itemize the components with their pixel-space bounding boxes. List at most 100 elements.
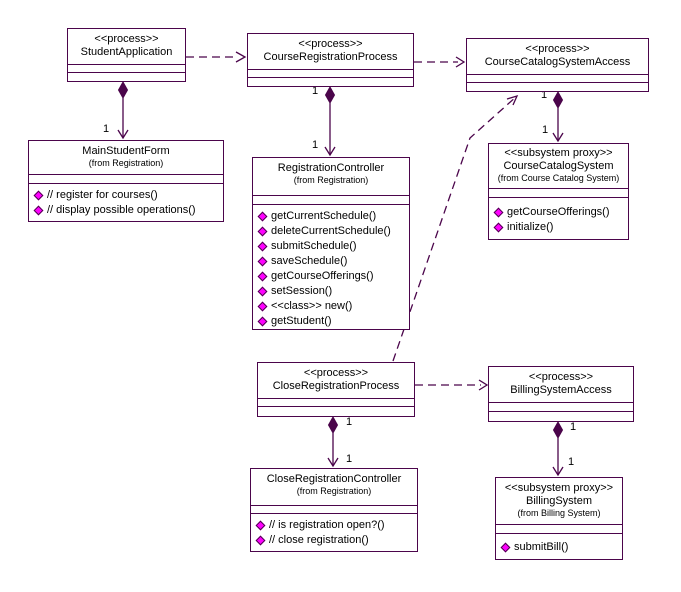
operation-item: setSession() xyxy=(257,284,407,299)
operation-label: setSession() xyxy=(271,285,333,297)
dependency-studentapplication-to-courseregistrationprocess[interactable] xyxy=(186,51,247,63)
operations-compartment xyxy=(68,72,185,81)
class-name: BillingSystemAccess xyxy=(510,384,612,396)
composition-studentapplication-to-mainstudentform[interactable] xyxy=(117,80,129,140)
stereotype-label: <<process>> xyxy=(94,33,159,45)
composition-closeregistrationprocess-to-closeregistrationcontroller[interactable] xyxy=(327,415,339,468)
package-label: (from Course Catalog System) xyxy=(497,173,620,183)
operation-item: deleteCurrentSchedule() xyxy=(257,224,407,239)
multiplicity-label: 1 xyxy=(346,453,353,465)
attributes-compartment xyxy=(29,174,223,183)
composition-courseregistrationprocess-to-registrationcontroller[interactable] xyxy=(324,85,336,157)
operations-compartment xyxy=(467,82,648,91)
operation-item: getCourseOfferings() xyxy=(493,205,626,220)
operation-icon xyxy=(257,256,268,267)
class-node-coursecatalogsystemaccess[interactable]: <<process>> CourseCatalogSystemAccess xyxy=(466,38,649,92)
attributes-compartment xyxy=(258,398,414,406)
dependency-closeregistrationprocess-to-billingsystemaccess[interactable] xyxy=(415,379,489,391)
operation-icon xyxy=(257,211,268,222)
attributes-compartment xyxy=(248,69,413,77)
class-node-mainstudentform[interactable]: MainStudentForm (from Registration) // r… xyxy=(28,140,224,222)
operation-icon xyxy=(493,207,504,218)
stereotype-label: <<process>> xyxy=(298,38,363,50)
operations-compartment: getCourseOfferings() initialize() xyxy=(489,197,628,239)
operation-label: // register for courses() xyxy=(47,189,158,201)
operation-item: submitSchedule() xyxy=(257,239,407,254)
operation-label: // close registration() xyxy=(269,534,369,546)
operation-item: // close registration() xyxy=(255,533,415,548)
class-name: CourseCatalogSystemAccess xyxy=(484,56,631,68)
stereotype-label: <<process>> xyxy=(528,371,594,383)
operation-icon xyxy=(255,535,266,546)
dependency-closeregistrationprocess-to-coursecatalogsystemaccess[interactable] xyxy=(392,94,519,362)
multiplicity-label: 1 xyxy=(542,124,549,136)
package-label: (from Registration) xyxy=(296,486,372,496)
composition-billingsystemaccess-to-billingsystem[interactable] xyxy=(552,420,564,477)
operation-icon xyxy=(500,542,511,553)
attributes-compartment xyxy=(253,195,409,204)
class-name: CourseRegistrationProcess xyxy=(263,51,398,63)
operations-compartment xyxy=(258,406,414,416)
attributes-compartment xyxy=(489,188,628,197)
node-header: <<process>> BillingSystemAccess xyxy=(489,367,633,402)
operations-compartment: // register for courses() // display pos… xyxy=(29,183,223,221)
operation-icon xyxy=(257,226,268,237)
node-header: CloseRegistrationController (from Regist… xyxy=(251,469,417,505)
operation-label: initialize() xyxy=(507,221,554,233)
node-header: RegistrationController (from Registratio… xyxy=(253,158,409,195)
operation-icon xyxy=(257,286,268,297)
class-node-billingsystem[interactable]: <<subsystem proxy>> BillingSystem (from … xyxy=(495,477,623,560)
package-label: (from Registration) xyxy=(293,175,369,185)
attributes-compartment xyxy=(489,402,633,411)
node-header: <<subsystem proxy>> BillingSystem (from … xyxy=(496,478,622,524)
stereotype-label: <<process>> xyxy=(303,367,369,379)
node-header: <<process>> StudentApplication xyxy=(68,29,185,64)
class-node-closeregistrationcontroller[interactable]: CloseRegistrationController (from Regist… xyxy=(250,468,418,552)
operation-item: getStudent() xyxy=(257,314,407,329)
multiplicity-label: 1 xyxy=(541,89,548,101)
node-header: <<process>> CloseRegistrationProcess xyxy=(258,363,414,398)
dependency-courseregistrationprocess-to-coursecatalogsystemaccess[interactable] xyxy=(414,56,466,68)
class-node-registrationcontroller[interactable]: RegistrationController (from Registratio… xyxy=(252,157,410,330)
multiplicity-label: 1 xyxy=(568,456,575,468)
operation-label: // display possible operations() xyxy=(47,204,196,216)
operations-compartment xyxy=(248,77,413,86)
operation-icon xyxy=(257,271,268,282)
operation-icon xyxy=(493,222,504,233)
operation-item: getCurrentSchedule() xyxy=(257,209,407,224)
multiplicity-label: 1 xyxy=(103,123,110,135)
operation-icon xyxy=(33,190,44,201)
class-node-courseregistrationprocess[interactable]: <<process>> CourseRegistrationProcess xyxy=(247,33,414,87)
attributes-compartment xyxy=(251,505,417,513)
operations-compartment: getCurrentSchedule() deleteCurrentSchedu… xyxy=(253,204,409,329)
operation-icon xyxy=(33,205,44,216)
operations-compartment: submitBill() xyxy=(496,533,622,559)
operation-item: // is registration open?() xyxy=(255,518,415,533)
class-node-studentapplication[interactable]: <<process>> StudentApplication xyxy=(67,28,186,82)
package-label: (from Registration) xyxy=(88,158,164,168)
operation-item: saveSchedule() xyxy=(257,254,407,269)
operation-item: submitBill() xyxy=(500,540,620,555)
class-node-billingsystemaccess[interactable]: <<process>> BillingSystemAccess xyxy=(488,366,634,422)
node-header: <<process>> CourseRegistrationProcess xyxy=(248,34,413,69)
attributes-compartment xyxy=(68,64,185,72)
attributes-compartment xyxy=(467,74,648,82)
class-node-coursecatalogsystem[interactable]: <<subsystem proxy>> CourseCatalogSystem … xyxy=(488,143,629,240)
operation-label: getCourseOfferings() xyxy=(271,270,374,282)
stereotype-label: <<subsystem proxy>> xyxy=(504,147,613,159)
operation-label: saveSchedule() xyxy=(271,255,348,267)
composition-coursecatalogsystemaccess-to-coursecatalogsystem[interactable] xyxy=(552,90,564,143)
class-name: RegistrationController xyxy=(277,162,385,174)
operation-icon xyxy=(257,316,268,327)
operation-item: initialize() xyxy=(493,220,626,235)
operation-item: <<class>> new() xyxy=(257,299,407,314)
class-name: CloseRegistrationProcess xyxy=(272,380,400,392)
class-node-closeregistrationprocess[interactable]: <<process>> CloseRegistrationProcess xyxy=(257,362,415,417)
operation-label: submitBill() xyxy=(514,541,569,553)
class-name: StudentApplication xyxy=(80,46,173,58)
operation-icon xyxy=(257,301,268,312)
node-header: <<subsystem proxy>> CourseCatalogSystem … xyxy=(489,144,628,188)
stereotype-label: <<subsystem proxy>> xyxy=(504,482,614,494)
